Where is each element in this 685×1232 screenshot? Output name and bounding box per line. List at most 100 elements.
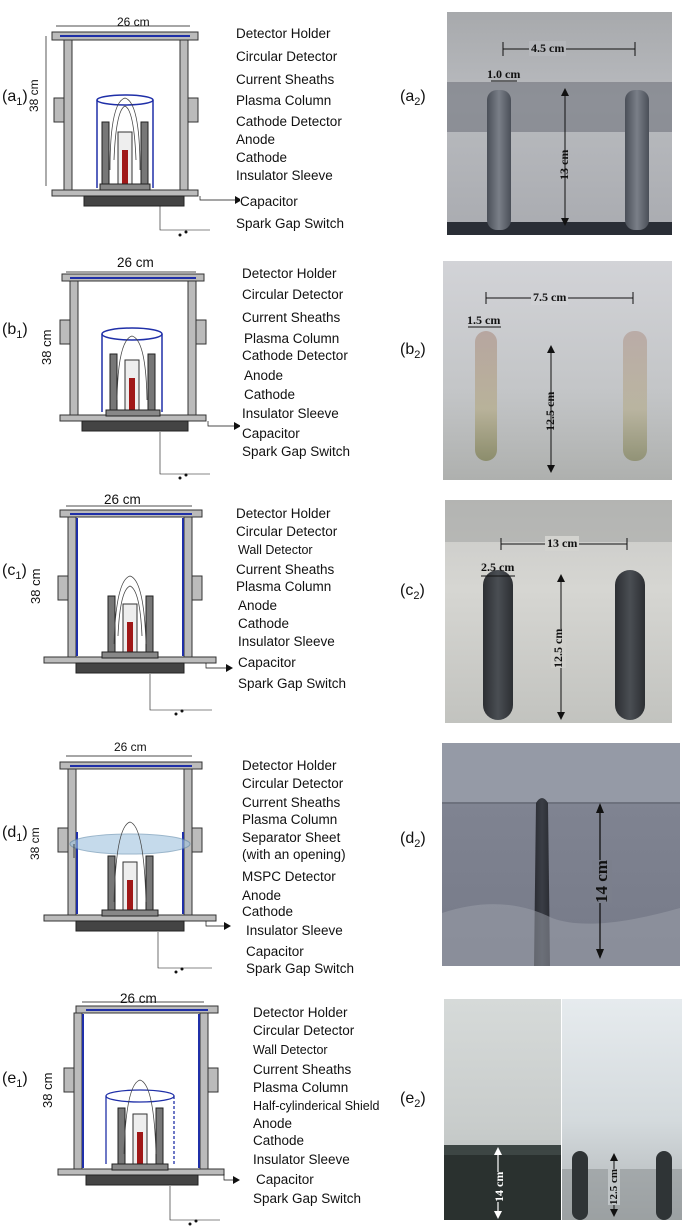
panel-c-height-label: 38 cm	[28, 568, 43, 604]
panel-c-label-3: Wall Detector	[238, 543, 313, 557]
panel-e-label-8: Cathode	[253, 1133, 305, 1148]
panel-d-label-7: MSPC Detector	[242, 869, 336, 884]
panel-b-height-label: 38 cm	[39, 329, 54, 365]
panel-d-label-2: Circular Detector	[242, 776, 344, 791]
panel-d: (d1) 26 cm 38 cm Detector Holder Circula…	[0, 738, 685, 978]
panel-c-schematic	[43, 505, 233, 716]
panel-b: (b1) 26 cm 38 cm Detector Holder Circula…	[0, 255, 685, 485]
panel-e: (e1) 26 cm 38 cm Detector Holder Circula…	[0, 988, 685, 1232]
panel-e-label-5: Plasma Column	[253, 1080, 349, 1095]
panel-a-schematic	[45, 25, 240, 237]
panel-b2-dim-1: 7.5 cm	[531, 290, 569, 305]
panel-c-label-2: Circular Detector	[236, 524, 338, 539]
panel-d-label-3: Current Sheaths	[242, 795, 341, 810]
panel-d1-label: (d1)	[2, 824, 28, 845]
panel-a-width-label: 26 cm	[117, 15, 150, 29]
panel-b1-label: (b1)	[2, 321, 28, 342]
panel-e-label-11: Spark Gap Switch	[253, 1191, 362, 1206]
panel-a-label-4: Plasma Column	[236, 93, 332, 108]
panel-a-label-3: Current Sheaths	[236, 72, 335, 87]
panel-e2-dim-1: 14 cm	[492, 1171, 507, 1202]
panel-a2-dim-2: 1.0 cm	[487, 67, 521, 81]
panel-a-label-1: Detector Holder	[236, 26, 331, 41]
panel-d-label-6: (with an opening)	[242, 847, 346, 862]
panel-e2-dim-2: 12.5 cm	[608, 1168, 620, 1205]
panel-c: (c1) 26 cm 38 cm Detector Holder Circula…	[0, 492, 685, 727]
panel-d2-label: (d2)	[400, 830, 426, 851]
panel-d-label-4: Plasma Column	[242, 812, 338, 827]
panel-c-label-10: Spark Gap Switch	[238, 676, 347, 691]
panel-a-label-7: Cathode	[236, 150, 288, 165]
panel-b-label-6: Anode	[244, 368, 284, 383]
panel-a-label-9: Capacitor	[240, 194, 298, 209]
panel-a-label-5: Cathode Detector	[236, 114, 342, 129]
panel-b-label-4: Plasma Column	[244, 331, 340, 346]
panel-a2-label: (a2)	[400, 88, 426, 109]
panel-d-label-10: Insulator Sleeve	[246, 923, 343, 938]
panel-b-label-7: Cathode	[244, 387, 296, 402]
panel-e-label-7: Anode	[253, 1116, 293, 1131]
panel-e2-photo-left: 14 cm	[444, 999, 561, 1220]
panel-a-label-2: Circular Detector	[236, 49, 338, 64]
panel-b2-dim-2: 1.5 cm	[467, 313, 501, 327]
panel-d-label-8: Anode	[242, 888, 282, 903]
panel-b2-photo: 7.5 cm 1.5 cm 12.5 cm	[443, 261, 672, 480]
panel-b-label-8: Insulator Sleeve	[242, 406, 339, 421]
panel-b-label-3: Current Sheaths	[242, 310, 341, 325]
panel-d-label-9: Cathode	[242, 904, 294, 919]
panel-e-height-label: 38 cm	[40, 1072, 55, 1108]
panel-d-width-label: 26 cm	[114, 740, 147, 754]
panel-e-label-6: Half-cylinderical Shield	[253, 1099, 380, 1113]
panel-e2-label: (e2)	[400, 1090, 426, 1111]
panel-e-schematic	[57, 1001, 240, 1226]
panel-e-label-2: Circular Detector	[253, 1023, 355, 1038]
panel-c-label-7: Cathode	[238, 616, 290, 631]
panel-c-label-8: Insulator Sleeve	[238, 634, 335, 649]
panel-c2-dim-3: 12.5 cm	[551, 628, 566, 668]
panel-a2-photo: 4.5 cm 1.0 cm 13 cm	[447, 12, 672, 235]
panel-d2-photo: 14 cm	[442, 743, 680, 966]
panel-c-width-label: 26 cm	[104, 492, 141, 507]
panel-c-label-4: Current Sheaths	[236, 562, 335, 577]
panel-c2-dim-1: 13 cm	[545, 536, 580, 551]
panel-b2-label: (b2)	[400, 341, 426, 362]
panel-a2-dim-3: 13 cm	[557, 149, 571, 180]
panel-d-height-label: 38 cm	[28, 827, 42, 860]
panel-d-label-5: Separator Sheet	[242, 830, 341, 845]
panel-c-label-1: Detector Holder	[236, 506, 331, 521]
panel-d-label-12: Spark Gap Switch	[246, 961, 355, 976]
panel-e-label-3: Wall Detector	[253, 1043, 328, 1057]
panel-d-label-11: Capacitor	[246, 944, 304, 959]
panel-e-label-10: Capacitor	[256, 1172, 314, 1187]
panel-e-label-4: Current Sheaths	[253, 1062, 352, 1077]
panel-e-width-label: 26 cm	[120, 991, 157, 1006]
panel-a2-dim-1: 4.5 cm	[529, 41, 567, 56]
panel-b2-dim-3: 12.5 cm	[543, 391, 557, 431]
panel-c2-label: (c2)	[400, 582, 425, 603]
panel-d-schematic	[43, 755, 231, 974]
panel-a-label-8: Insulator Sleeve	[236, 168, 333, 183]
panel-b-label-2: Circular Detector	[242, 287, 344, 302]
panel-e-label-1: Detector Holder	[253, 1005, 348, 1020]
panel-a1-label: (a1)	[2, 88, 28, 109]
panel-b-label-5: Cathode Detector	[242, 348, 348, 363]
panel-c-label-6: Anode	[238, 598, 278, 613]
panel-a-label-6: Anode	[236, 132, 276, 147]
panel-c1-label: (c1)	[2, 562, 27, 583]
panel-b-width-label: 26 cm	[117, 255, 154, 270]
panel-c-label-9: Capacitor	[238, 655, 296, 670]
panel-e-label-9: Insulator Sleeve	[253, 1152, 350, 1167]
panel-d-label-1: Detector Holder	[242, 758, 337, 773]
panel-c-label-5: Plasma Column	[236, 579, 332, 594]
panel-b-schematic	[59, 271, 240, 480]
panel-d2-dim-1: 14 cm	[592, 860, 612, 903]
panel-e1-label: (e1)	[2, 1070, 28, 1091]
panel-a-height-label: 38 cm	[27, 79, 41, 112]
panel-b-label-1: Detector Holder	[242, 266, 337, 281]
panel-b-label-9: Capacitor	[242, 426, 300, 441]
panel-c2-dim-2: 2.5 cm	[481, 560, 515, 574]
panel-c2-photo: 13 cm 2.5 cm 12.5 cm	[445, 500, 672, 723]
panel-a: (a1) 26 cm 38 cm Detector Holder Circula…	[0, 0, 685, 245]
panel-b-label-10: Spark Gap Switch	[242, 444, 351, 459]
panel-e2-photo-right: 12.5 cm	[562, 999, 682, 1220]
